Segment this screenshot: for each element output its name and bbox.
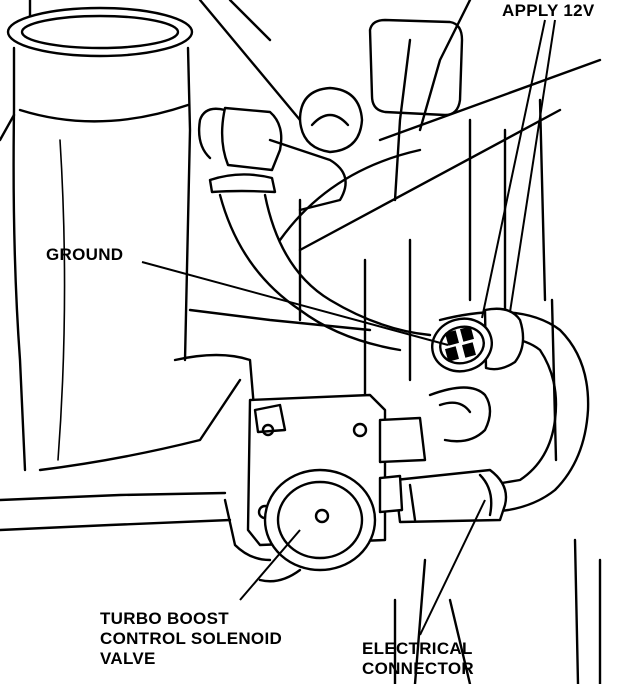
leader-lines (141, 19, 556, 636)
lower-hose (393, 386, 508, 524)
upper-hose (197, 86, 432, 352)
intake-pipe (0, 6, 257, 472)
leader-apply-12v-2 (509, 19, 556, 313)
leader-ground (141, 261, 449, 346)
label-connector-line1: ELECTRICAL (362, 639, 473, 658)
label-solenoid-line2: CONTROL SOLENOID (100, 629, 283, 648)
electrical-connector (431, 317, 493, 373)
label-apply-12v: APPLY 12V (502, 1, 595, 20)
background-structure (0, 0, 602, 684)
label-solenoid-line3: VALVE (100, 649, 156, 668)
label-ground: GROUND (46, 245, 124, 264)
label-solenoid-line1: TURBO BOOST (100, 609, 229, 628)
leader-apply-12v-1 (481, 19, 546, 319)
right-hose (438, 307, 590, 514)
leader-connector (419, 499, 486, 636)
label-connector-line2: CONNECTOR (362, 659, 474, 678)
solenoid-valve (223, 393, 427, 583)
leader-solenoid (239, 529, 301, 601)
